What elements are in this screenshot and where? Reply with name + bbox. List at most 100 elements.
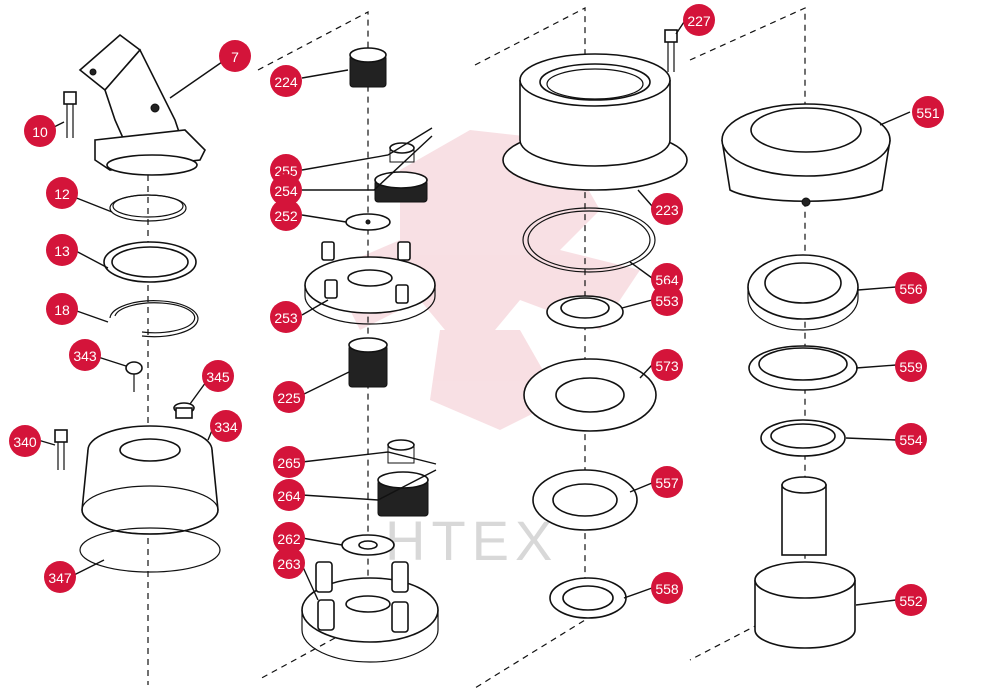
part-plug-343 [125, 361, 143, 392]
callout-343: 343 [69, 339, 101, 371]
callout-badge [270, 301, 302, 333]
callout-badge [651, 466, 683, 498]
part-carrier-263 [301, 561, 439, 663]
callout-label: 345 [206, 369, 230, 385]
part-ring-gear-223 [502, 53, 688, 191]
part-plug-345 [173, 402, 195, 419]
callout-label: 12 [54, 186, 70, 202]
callout-badge [46, 177, 78, 209]
callout-label: 553 [655, 293, 679, 309]
callout-573: 573 [651, 349, 683, 381]
part-seal-559 [748, 345, 858, 391]
callout-label: 340 [13, 434, 37, 450]
part-gear-254 [374, 171, 428, 203]
part-nut-553 [546, 295, 624, 329]
callout-557: 557 [651, 466, 683, 498]
callout-label: 343 [73, 348, 97, 364]
callout-badge [651, 193, 683, 225]
callout-label: 255 [274, 163, 298, 179]
callout-badge [895, 423, 927, 455]
callout-label: 557 [655, 475, 679, 491]
part-spacer-554 [760, 419, 846, 457]
callout-label: 551 [916, 105, 940, 121]
callout-label: 558 [655, 581, 679, 597]
callout-badge [219, 40, 251, 72]
callout-label: 253 [274, 310, 298, 326]
callout-badge [46, 234, 78, 266]
callout-227: 227 [683, 4, 715, 36]
callout-badge [9, 425, 41, 457]
callout-556: 556 [895, 272, 927, 304]
callout-badge [270, 65, 302, 97]
callout-18: 18 [46, 293, 78, 325]
part-bearing-557 [532, 469, 638, 531]
callout-badge [273, 547, 305, 579]
callout-label: 13 [54, 243, 70, 259]
callout-264: 264 [273, 479, 305, 511]
part-friction-plate-573 [523, 358, 657, 432]
part-pinion-shaft-552 [754, 476, 856, 649]
callout-label: 224 [274, 74, 298, 90]
callout-10: 10 [24, 115, 56, 147]
part-oring-564 [522, 207, 656, 273]
part-gear-265 [387, 439, 415, 464]
callout-badge [44, 561, 76, 593]
callout-label: 227 [687, 13, 711, 29]
callout-225: 225 [273, 381, 305, 413]
callout-7: 7 [219, 40, 251, 72]
part-housing-334 [81, 425, 219, 535]
callout-253: 253 [270, 301, 302, 333]
callout-label: 7 [231, 49, 239, 65]
callout-252: 252 [270, 199, 302, 231]
callout-label: 254 [274, 183, 298, 199]
callout-label: 559 [899, 359, 923, 375]
callout-label: 264 [277, 488, 301, 504]
part-gear-225 [348, 337, 388, 388]
callout-254: 254 [270, 174, 302, 206]
callout-223: 223 [651, 193, 683, 225]
part-bolt-227 [664, 29, 678, 72]
part-bolt-340 [54, 429, 68, 470]
callouts: 7 10 12 13 18 343 345 334 340 347 224 255 254 252 253 2… [9, 4, 944, 616]
callout-553: 553 [651, 284, 683, 316]
callout-554: 554 [895, 423, 927, 455]
part-gear-224 [349, 47, 387, 88]
callout-label: 263 [277, 556, 301, 572]
callout-347: 347 [44, 561, 76, 593]
callout-badge [69, 339, 101, 371]
callout-badge [273, 522, 305, 554]
callout-label: 556 [899, 281, 923, 297]
part-oring-347 [79, 527, 221, 573]
callout-label: 347 [48, 570, 72, 586]
callout-label: 564 [655, 272, 679, 288]
part-ring-13 [103, 241, 197, 283]
callout-label: 10 [32, 124, 48, 140]
callout-224: 224 [270, 65, 302, 97]
callout-12: 12 [46, 177, 78, 209]
callout-badge [270, 174, 302, 206]
callout-badge [24, 115, 56, 147]
part-oring-12 [109, 194, 187, 222]
callout-345: 345 [202, 360, 234, 392]
part-washer-252 [345, 213, 391, 231]
callout-label: 334 [214, 419, 238, 435]
callout-badge [895, 350, 927, 382]
part-washer-262 [341, 534, 395, 556]
callout-badge [202, 360, 234, 392]
callout-badge [273, 381, 305, 413]
part-bearing-556 [747, 254, 859, 331]
part-bolt-10 [63, 91, 77, 138]
part-motor [78, 33, 206, 176]
callout-label: 252 [274, 208, 298, 224]
part-carrier-253 [304, 241, 436, 325]
callout-340: 340 [9, 425, 41, 457]
callout-label: 223 [655, 202, 679, 218]
callout-badge [270, 199, 302, 231]
part-gear-264 [377, 471, 429, 517]
callout-551: 551 [912, 96, 944, 128]
callout-badge [895, 584, 927, 616]
part-gear-551 [721, 103, 891, 207]
callout-badge [912, 96, 944, 128]
callout-badge [651, 349, 683, 381]
